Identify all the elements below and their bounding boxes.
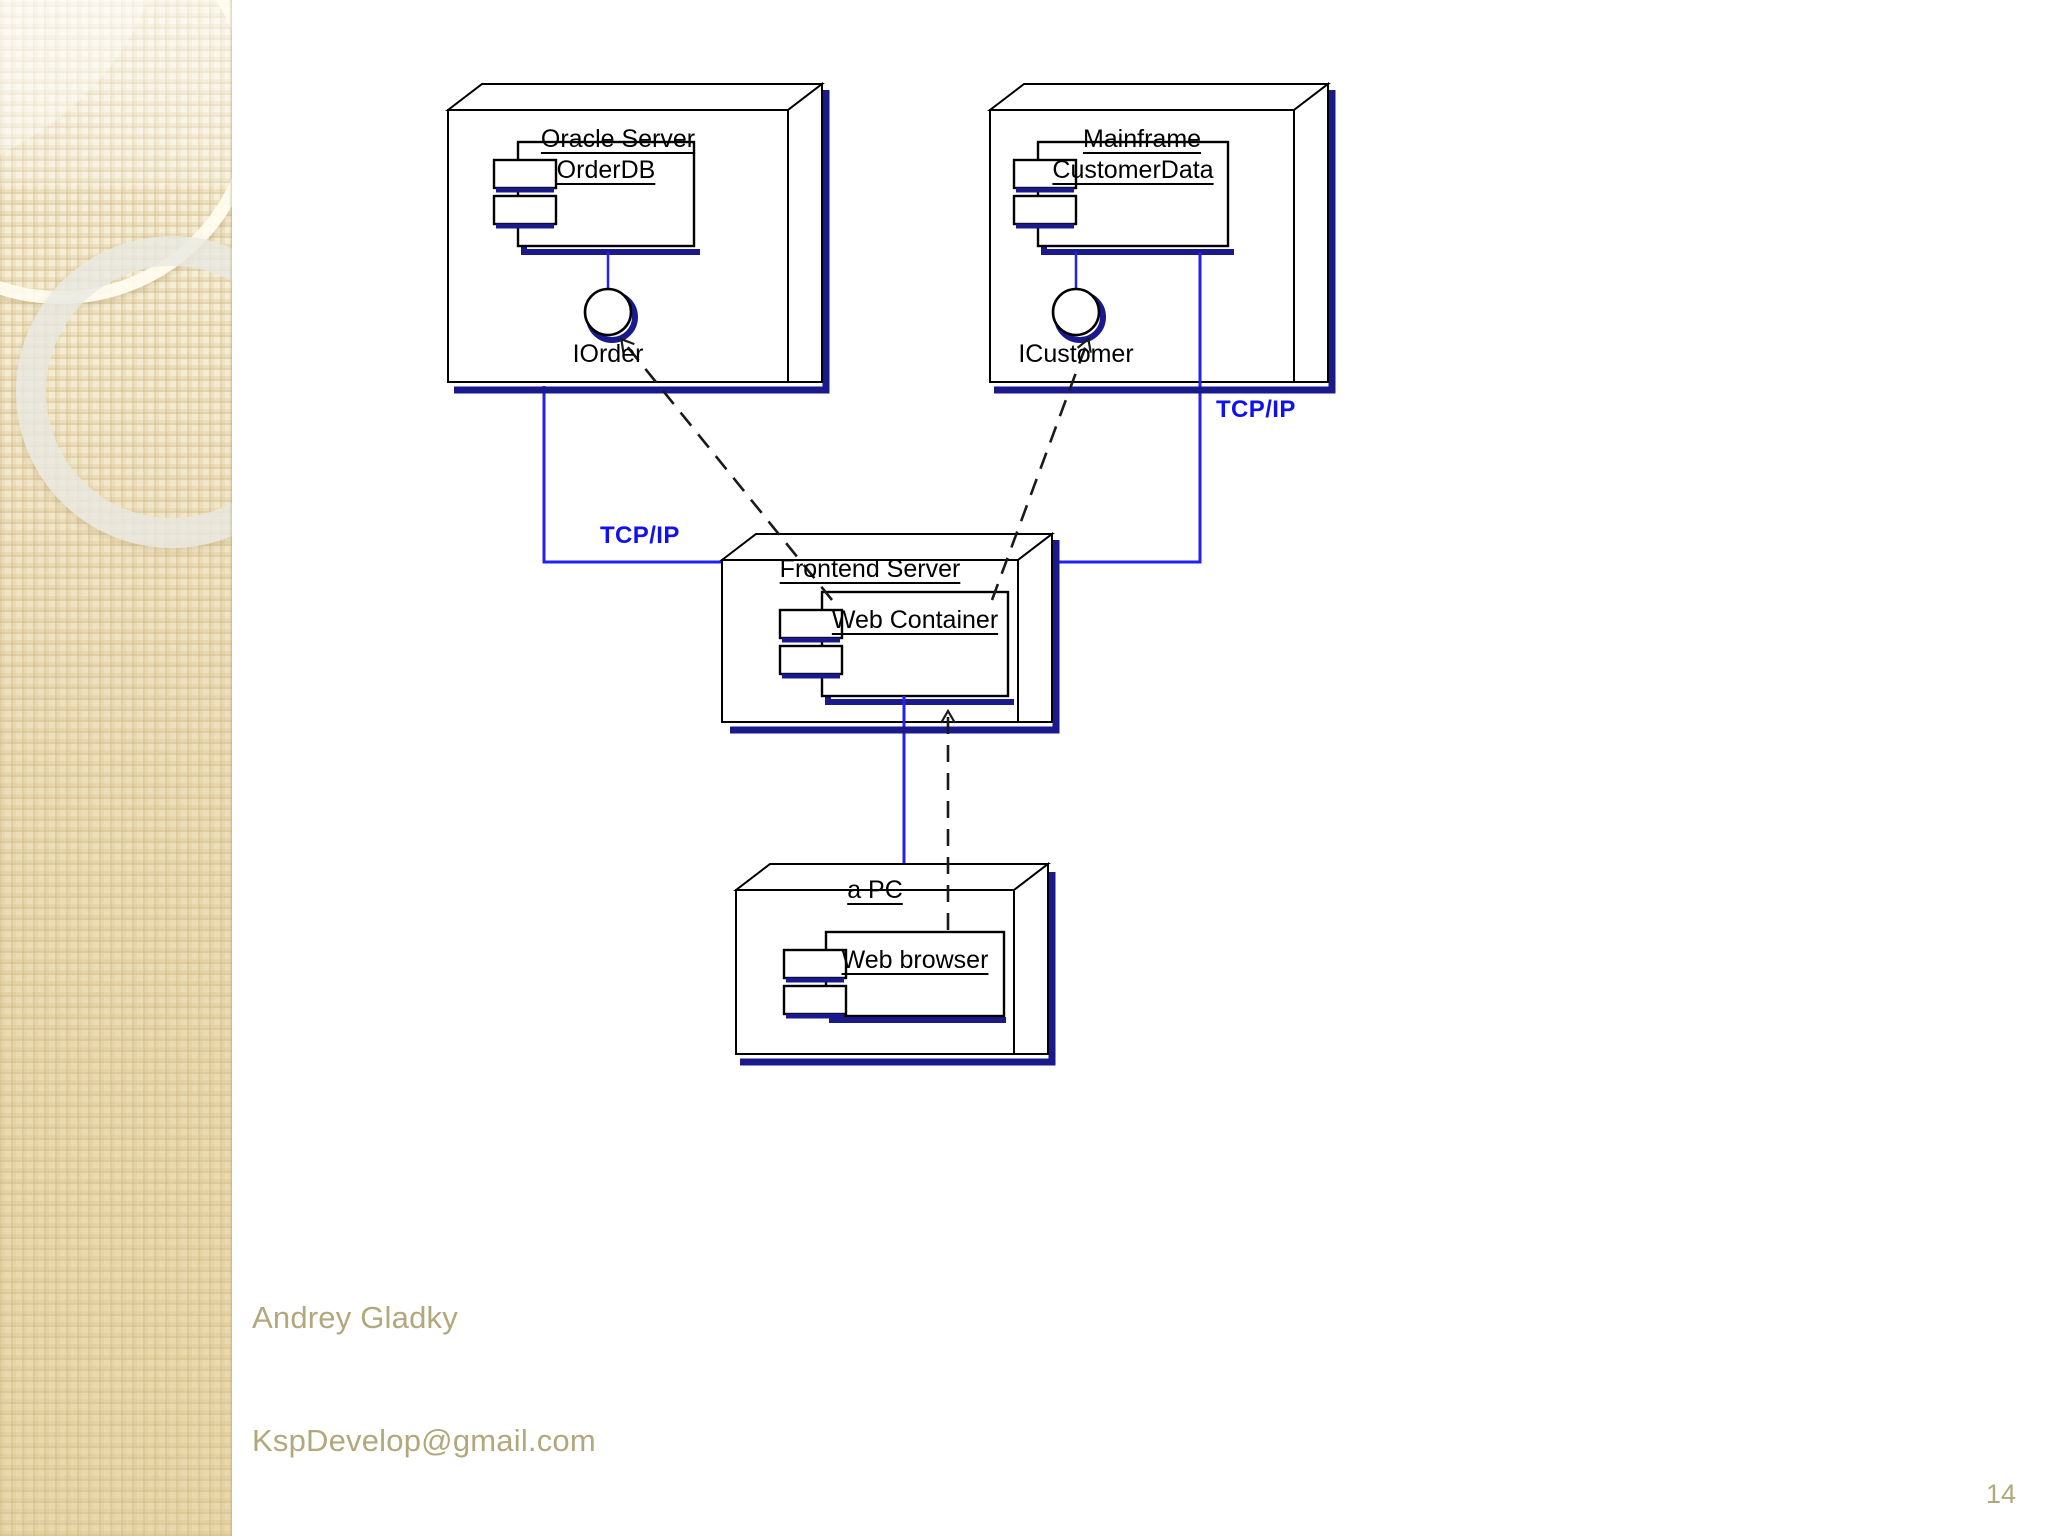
component-label-customerdata: CustomerData — [1052, 156, 1214, 184]
network-link-oracle-to-frontend[interactable] — [542, 386, 772, 564]
node-mainframe[interactable] — [987, 81, 1336, 394]
slide-footer: Andrey Gladky KspDevelop@gmail.com — [252, 1215, 596, 1502]
deployment-diagram: Oracle Server OrderDB IOrder Mainframe C… — [232, 0, 2048, 1536]
network-label-tcpip-right: TCP/IP — [1216, 396, 1296, 423]
node-oracle-server[interactable] — [445, 81, 830, 394]
component-web-browser[interactable] — [782, 930, 1006, 1023]
component-orderdb[interactable] — [492, 140, 700, 255]
footer-author: Andrey Gladky — [252, 1300, 458, 1335]
component-label-orderdb: OrderDB — [556, 156, 656, 184]
interface-iorder[interactable] — [583, 252, 638, 343]
sidebar-edge-divider — [229, 0, 232, 1536]
node-label-oracle-server: Oracle Server — [540, 125, 696, 153]
node-label-a-pc: a PC — [847, 876, 903, 904]
component-label-web-browser: Web browser — [841, 946, 989, 974]
node-frontend-server[interactable] — [719, 531, 1060, 734]
network-label-tcpip-left: TCP/IP — [600, 522, 680, 549]
component-customerdata[interactable] — [1012, 140, 1234, 255]
diagram-vector-layer — [445, 81, 1336, 1066]
node-label-frontend-server: Frontend Server — [779, 555, 961, 583]
slide-decoration-sidebar — [0, 0, 232, 1536]
component-web-container[interactable] — [778, 590, 1014, 705]
footer-email: KspDevelop@gmail.com — [252, 1423, 596, 1458]
node-label-mainframe: Mainframe — [1082, 125, 1202, 153]
dependency-webcontainer-to-icustomer[interactable] — [990, 340, 1088, 601]
interface-label-icustomer: ICustomer — [1018, 340, 1134, 368]
interface-label-iorder: IOrder — [572, 340, 644, 368]
component-label-web-container: Web Container — [831, 606, 999, 634]
slide-page-number: 14 — [1985, 1479, 2016, 1509]
node-a-pc[interactable] — [733, 861, 1056, 1066]
